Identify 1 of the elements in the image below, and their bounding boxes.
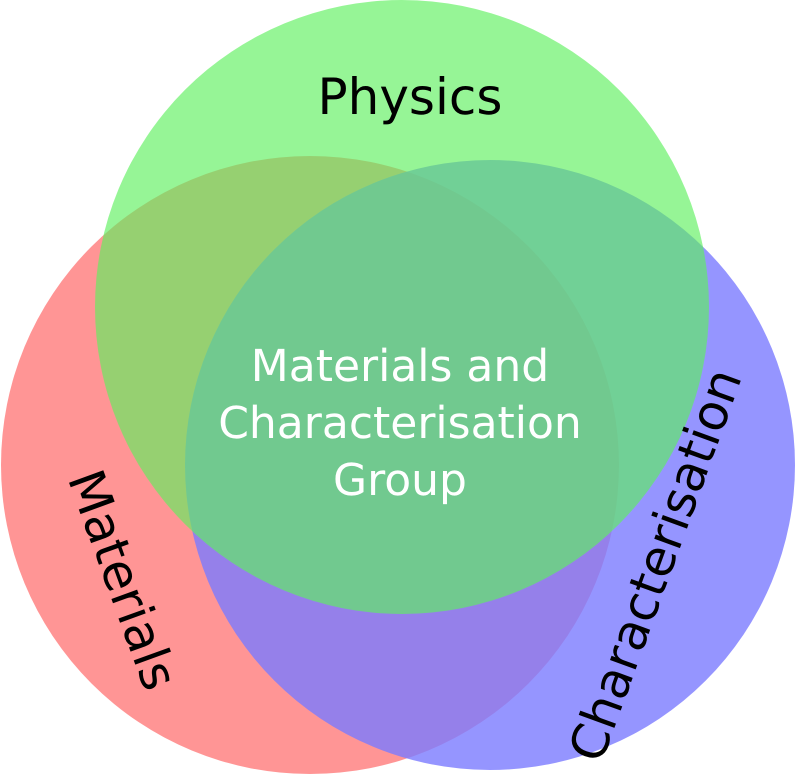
set-label: Physics — [318, 68, 502, 126]
